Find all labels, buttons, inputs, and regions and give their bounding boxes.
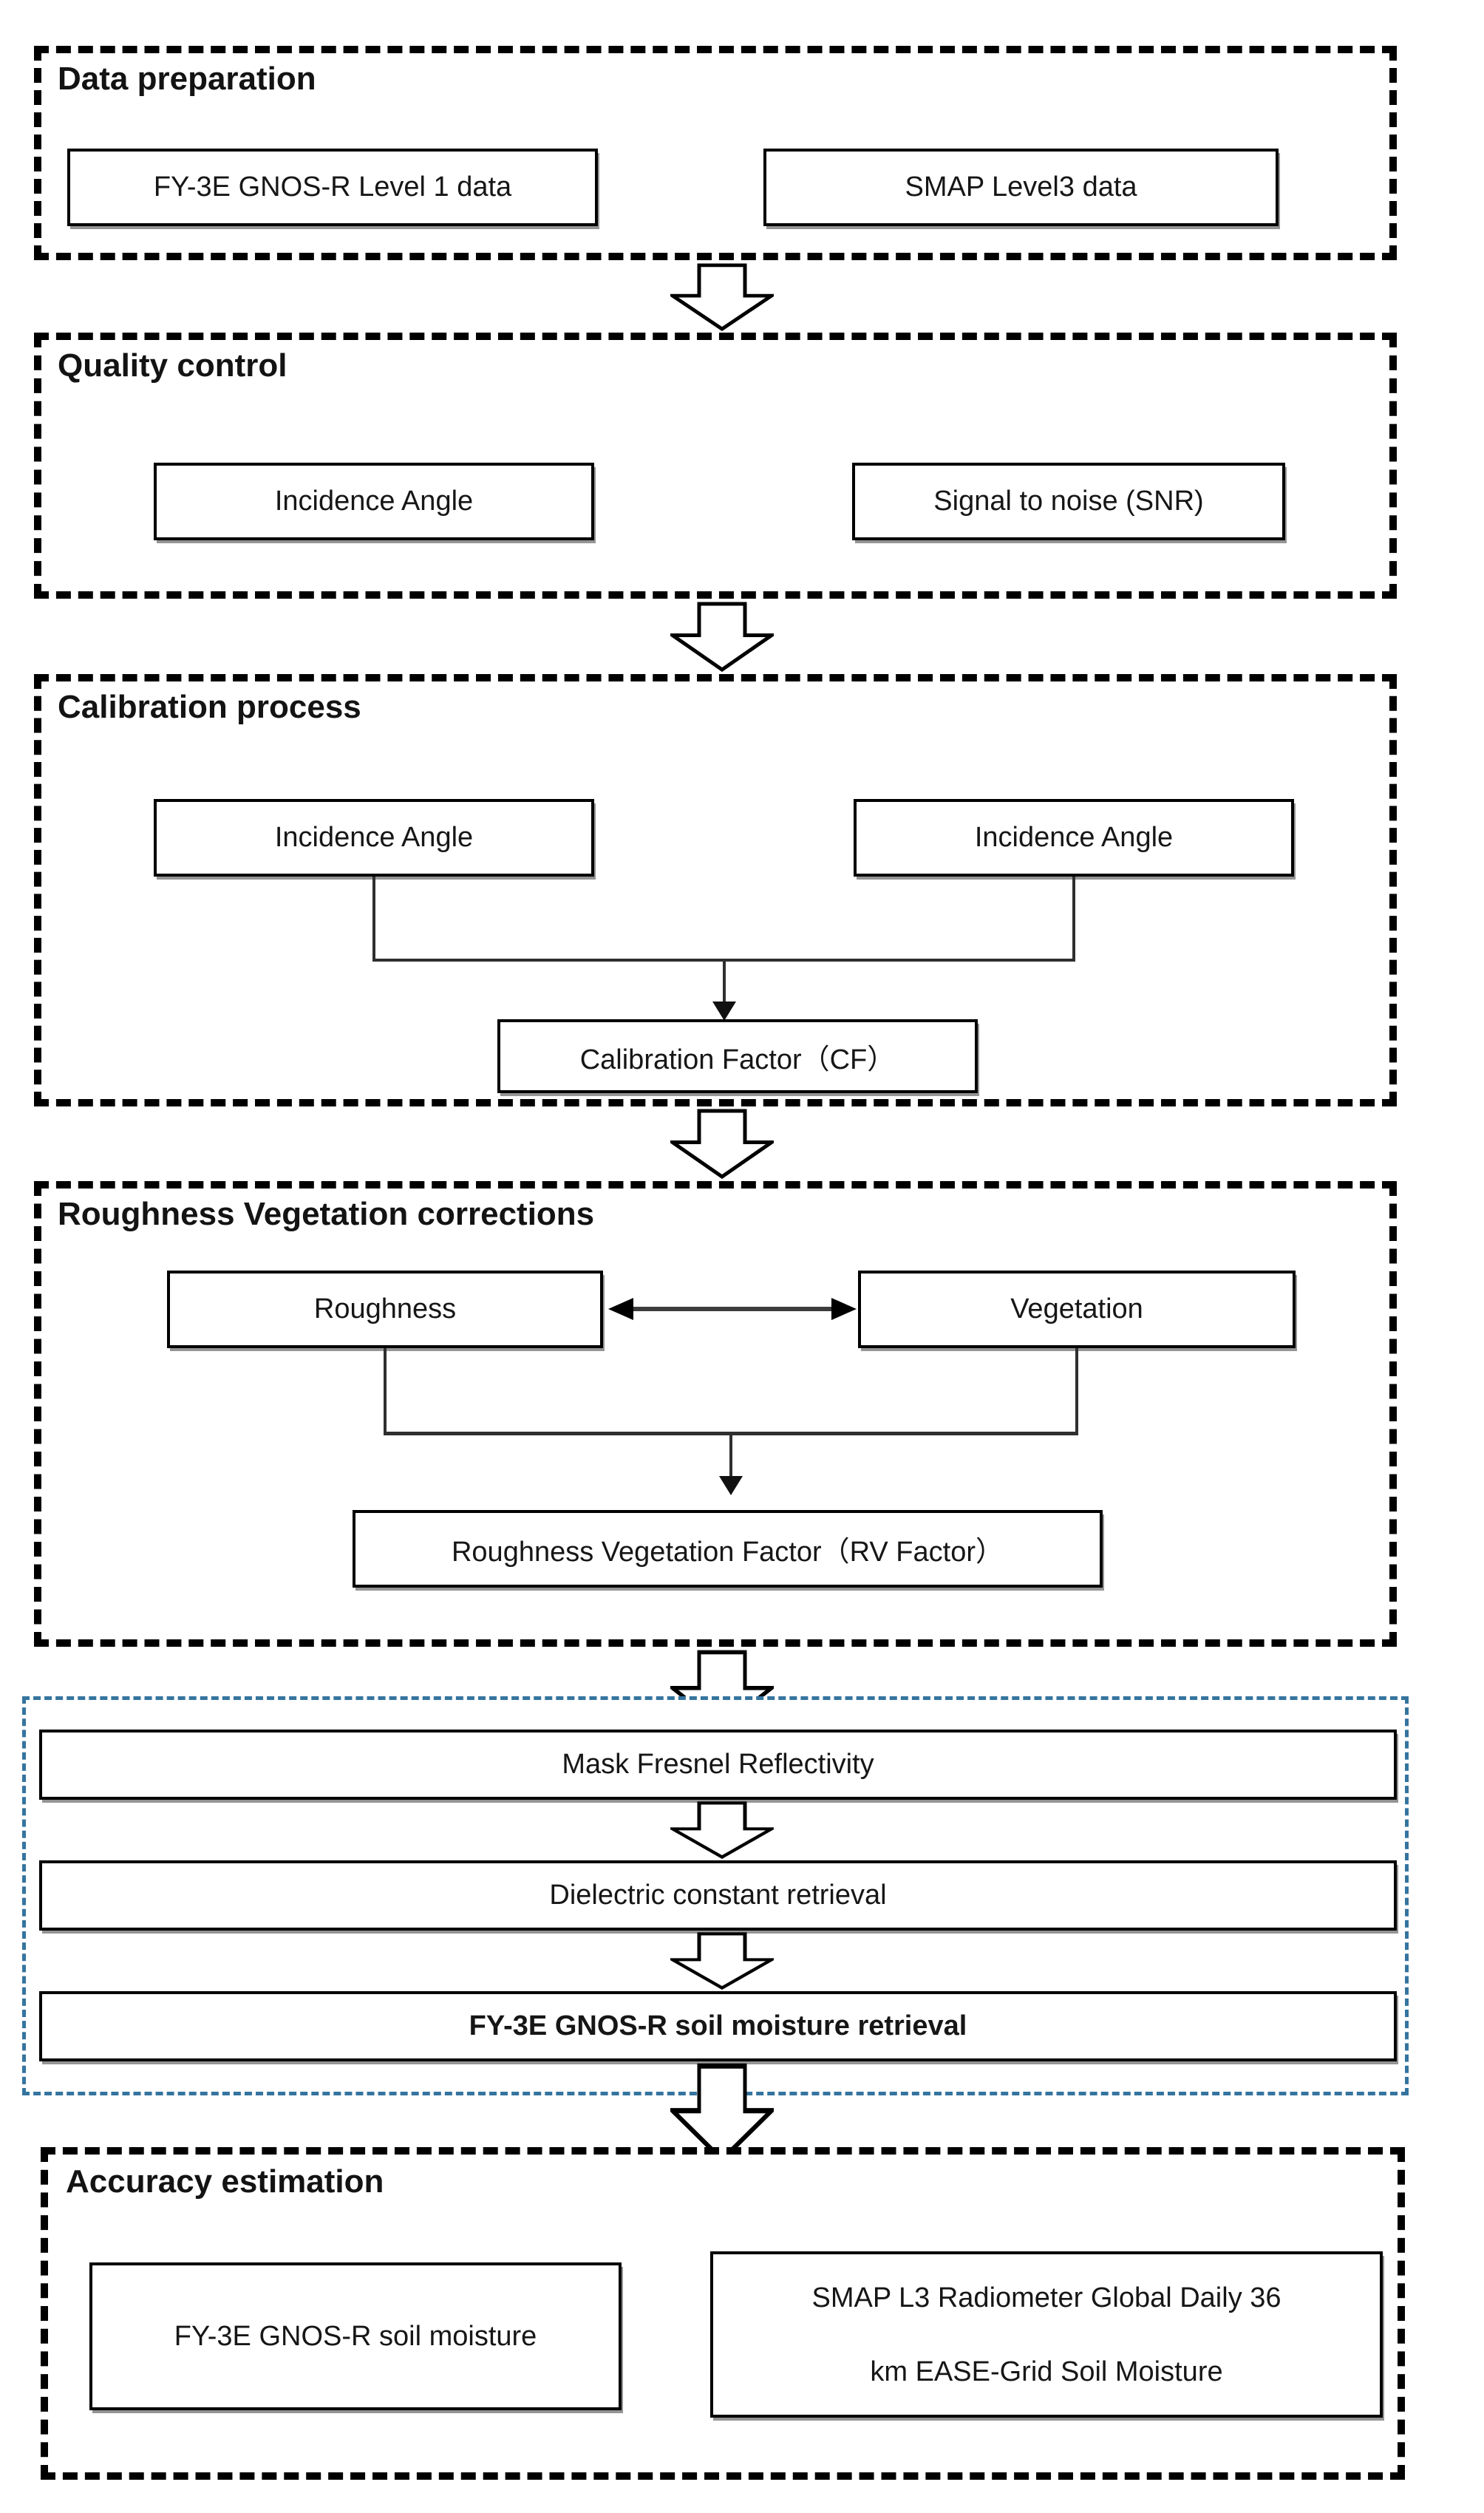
flow-down-arrow-icon xyxy=(670,263,774,331)
section-title: Calibration process xyxy=(58,689,361,725)
section-retrieval-pipeline: Mask Fresnel Reflectivity Dielectric con… xyxy=(22,1696,1409,2095)
box-incidence-angle-right: Incidence Angle xyxy=(854,799,1294,877)
box-label: Roughness Vegetation Factor（RV Factor） xyxy=(451,1537,1004,1568)
connector-line xyxy=(372,959,1075,962)
box-signal-to-noise: Signal to noise (SNR) xyxy=(852,463,1285,540)
box-incidence-angle-left: Incidence Angle xyxy=(154,799,594,877)
section-data-preparation: Data preparation FY-3E GNOS-R Level 1 da… xyxy=(34,46,1397,260)
box-roughness: Roughness xyxy=(167,1271,603,1348)
arrowhead-down-icon xyxy=(719,1476,743,1495)
box-label: Dielectric constant retrieval xyxy=(549,1880,887,1911)
box-mask-fresnel-reflectivity: Mask Fresnel Reflectivity xyxy=(39,1730,1397,1800)
box-label: Incidence Angle xyxy=(274,822,474,853)
box-calibration-factor: Calibration Factor（CF） xyxy=(497,1019,978,1093)
box-label: SMAP L3 Radiometer Global Daily 36 km EA… xyxy=(811,2261,1281,2409)
connector-line xyxy=(1075,1348,1078,1435)
box-label: Calibration Factor（CF） xyxy=(579,1044,896,1075)
connector-line xyxy=(1072,877,1075,962)
box-label: Incidence Angle xyxy=(974,822,1174,853)
box-fy3e-gnosr-level1-data: FY-3E GNOS-R Level 1 data xyxy=(67,149,598,226)
box-label: Incidence Angle xyxy=(274,486,474,517)
arrowhead-down-icon xyxy=(712,1002,736,1021)
box-label: SMAP Level3 data xyxy=(905,171,1137,203)
section-title: Accuracy estimation xyxy=(66,2163,384,2200)
box-fy3e-gnosr-soil-moisture: FY-3E GNOS-R soil moisture xyxy=(89,2262,622,2410)
box-fy3e-gnosr-soil-moisture-retrieval: FY-3E GNOS-R soil moisture retrieval xyxy=(39,1991,1397,2061)
connector-line xyxy=(372,877,375,962)
flow-down-arrow-icon xyxy=(670,1932,774,1990)
box-label: FY-3E GNOS-R soil moisture retrieval xyxy=(469,2010,967,2041)
connector-line xyxy=(384,1432,1078,1435)
box-label: Roughness xyxy=(313,1293,457,1324)
box-roughness-vegetation-factor: Roughness Vegetation Factor（RV Factor） xyxy=(353,1510,1103,1588)
flow-down-arrow-icon xyxy=(670,1109,774,1179)
box-label: Mask Fresnel Reflectivity xyxy=(562,1749,874,1780)
section-roughness-vegetation: Roughness Vegetation corrections Roughne… xyxy=(34,1181,1397,1647)
box-label: Signal to noise (SNR) xyxy=(933,486,1204,517)
double-headed-arrow-icon xyxy=(607,1293,858,1325)
section-title: Quality control xyxy=(58,347,287,384)
connector-line xyxy=(729,1435,732,1477)
flow-down-arrow-icon xyxy=(670,2063,774,2163)
section-accuracy-estimation: Accuracy estimation FY-3E GNOS-R soil mo… xyxy=(41,2147,1405,2480)
box-smap-level3-data: SMAP Level3 data xyxy=(763,149,1279,226)
box-dielectric-constant-retrieval: Dielectric constant retrieval xyxy=(39,1860,1397,1931)
box-label: FY-3E GNOS-R soil moisture xyxy=(174,2320,537,2352)
section-quality-control: Quality control Incidence Angle Signal t… xyxy=(34,333,1397,599)
flow-down-arrow-icon xyxy=(670,602,774,672)
connector-line xyxy=(723,962,726,1003)
flow-down-arrow-icon xyxy=(670,1801,774,1859)
box-vegetation: Vegetation xyxy=(858,1271,1296,1348)
box-label-line-2: km EASE-Grid Soil Moisture xyxy=(870,2356,1223,2387)
box-label: FY-3E GNOS-R Level 1 data xyxy=(153,171,512,203)
box-smap-l3-radiometer: SMAP L3 Radiometer Global Daily 36 km EA… xyxy=(710,2251,1383,2418)
connector-line xyxy=(384,1348,387,1435)
section-title: Roughness Vegetation corrections xyxy=(58,1196,595,1232)
section-calibration-process: Calibration process Incidence Angle Inci… xyxy=(34,674,1397,1106)
box-label: Vegetation xyxy=(1010,1293,1143,1324)
box-label-line-1: SMAP L3 Radiometer Global Daily 36 xyxy=(811,2282,1282,2313)
box-incidence-angle: Incidence Angle xyxy=(154,463,594,540)
section-title: Data preparation xyxy=(58,61,316,97)
